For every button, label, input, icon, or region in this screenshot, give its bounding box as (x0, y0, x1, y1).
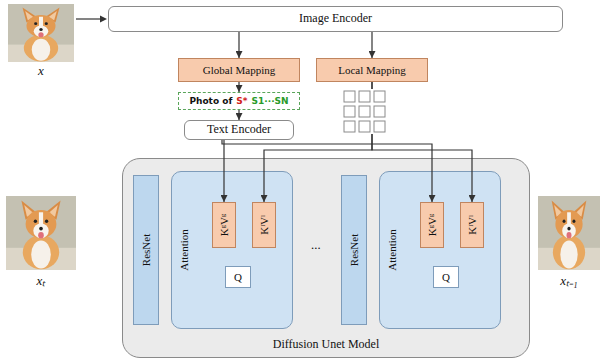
box-label: KˡVˡ (466, 215, 479, 235)
image-label: x (38, 64, 44, 78)
attention-block: Attention KᵍVᵍ KˡVˡQ (379, 171, 501, 329)
input-arrow (76, 18, 101, 19)
dog-photo (8, 4, 74, 62)
attention-block: Attention KᵍVᵍ KˡVˡQ (171, 171, 293, 329)
connector-arrow (238, 110, 239, 120)
prompt-word: Photo of (189, 96, 232, 106)
process-box: Image Encoder (108, 6, 563, 32)
connector-arrow (372, 82, 472, 202)
connector-arrow (371, 32, 372, 58)
process-box: Text Encoder (184, 120, 294, 140)
box-label: ResNet (348, 234, 361, 266)
image-label: xₜ (37, 274, 46, 288)
box-label: Local Mapping (338, 64, 406, 77)
dog-photo (6, 196, 76, 270)
resnet-block: ResNet (341, 175, 367, 325)
box-label: Attention (178, 229, 191, 271)
grid-ground (342, 89, 387, 134)
connector-arrow (223, 140, 224, 202)
box-label: Text Encoder (207, 123, 271, 137)
key-value-box: KˡVˡ (252, 202, 276, 248)
connector-arrow (264, 82, 372, 202)
box-label: ResNet (140, 234, 153, 266)
unet-panel: Diffusion Unet Model ResNet Attention KᵍVᵍ K… (122, 158, 530, 358)
box-label: Attention (386, 229, 399, 271)
key-value-box: KˡVˡ (460, 202, 484, 248)
box-label: Global Mapping (203, 64, 275, 77)
arrow-head (100, 16, 107, 23)
key-value-box: KᵍVᵍ (212, 202, 236, 248)
connector-arrow (238, 32, 239, 58)
box-label: Diffusion Unet Model (273, 338, 379, 352)
prompt-word: S1···SN (252, 96, 289, 106)
box-label: Image Encoder (299, 12, 372, 26)
prompt-word: S* (236, 96, 247, 106)
key-value-box: KᵍVᵍ (420, 202, 444, 248)
grid-cells (344, 91, 385, 132)
box-label: KˡVˡ (258, 215, 271, 235)
resnet-block: ResNet (133, 175, 159, 325)
connector-arrow (238, 82, 239, 92)
mapping-box: Local Mapping (316, 58, 428, 82)
connector-arrow (222, 140, 432, 202)
ellipsis: ... (311, 238, 321, 252)
dog-photo (538, 196, 600, 270)
box-label: Q (442, 271, 450, 284)
image-label: xₜ₋₁ (560, 274, 577, 288)
query-box: Q (433, 266, 459, 288)
box-label: KᵍVᵍ (218, 214, 231, 237)
box-label: KᵍVᵍ (426, 214, 439, 237)
mapping-box: Global Mapping (178, 58, 300, 82)
query-box: Q (225, 266, 251, 288)
box-label: Q (234, 271, 242, 284)
prompt-box: Photo of S* S1···SN (178, 92, 300, 110)
